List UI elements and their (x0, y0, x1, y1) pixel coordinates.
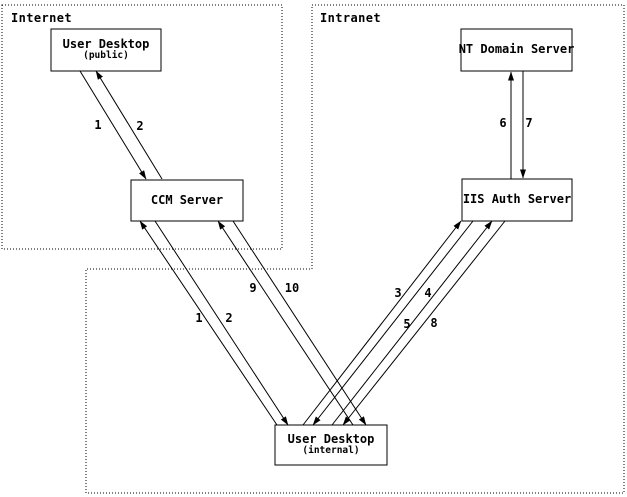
internet-zone-label: Internet (11, 11, 72, 25)
flow-line-ccm-to-internal-response (154, 220, 289, 426)
flow-label-internal-to-ccm-request: 1 (195, 311, 203, 325)
flow-label-internal-to-iis-request-b: 5 (403, 317, 411, 331)
node-iis-auth-server: IIS Auth Server (462, 179, 572, 221)
flow-line-internal-to-iis-request-b (331, 220, 493, 426)
node-box-ccm-server (130, 179, 244, 222)
flow-label-nt-to-iis-response: 7 (525, 116, 533, 130)
node-title-user-desktop-internal: User Desktop (287, 432, 375, 447)
flow-label-ccm-to-public-response: 2 (136, 119, 144, 133)
node-box-nt-domain-server (460, 28, 573, 72)
flow-line-iis-to-internal-response-b (342, 220, 506, 426)
flow-line-iis-to-internal-response-a (312, 220, 474, 426)
flow-line-internal-to-iis-request-a (302, 220, 462, 426)
flow-label-internal-to-iis-request-a: 3 (394, 286, 402, 300)
intranet-zone-border (85, 4, 625, 494)
flow-label-ccm-to-internal-response-2: 10 (284, 281, 300, 295)
flow-label-iis-to-nt-request: 6 (499, 116, 507, 130)
node-subtitle-user-desktop-public: (public) (83, 50, 129, 62)
flow-line-internal-to-ccm-request (139, 220, 278, 426)
flow-line-ccm-to-public-response (95, 70, 163, 180)
intranet-zone-label: Intranet (320, 11, 381, 25)
node-subtitle-user-desktop-internal: (internal) (302, 445, 360, 457)
flow-label-iis-to-internal-response-a: 4 (424, 286, 432, 300)
node-title-user-desktop-public: User Desktop (62, 37, 150, 52)
node-box-iis-auth-server (461, 178, 573, 222)
node-user-desktop-public: User Desktop (public) (51, 29, 161, 71)
flow-label-internal-to-ccm-request-2: 9 (249, 281, 257, 295)
node-title-nt-domain-server: NT Domain Server (458, 42, 575, 57)
flow-line-ccm-to-internal-response-2 (232, 220, 367, 426)
flow-label-ccm-to-internal-response: 2 (225, 311, 233, 325)
flow-line-internal-to-ccm-request-2 (217, 220, 354, 426)
flow-label-public-to-ccm-request: 1 (94, 118, 102, 132)
flow-label-iis-to-internal-response-b: 8 (430, 316, 438, 330)
flow-line-public-to-ccm-request (79, 70, 147, 180)
internet-zone-border (1, 4, 283, 250)
node-box-user-desktop-public (50, 28, 162, 72)
node-title-ccm-server: CCM Server (150, 192, 224, 207)
node-box-user-desktop-internal (274, 424, 388, 466)
node-user-desktop-internal: User Desktop (internal) (275, 425, 387, 465)
node-ccm-server: CCM Server (131, 180, 243, 221)
node-nt-domain-server: NT Domain Server (458, 29, 575, 71)
node-title-iis-auth-server: IIS Auth Server (462, 192, 572, 207)
